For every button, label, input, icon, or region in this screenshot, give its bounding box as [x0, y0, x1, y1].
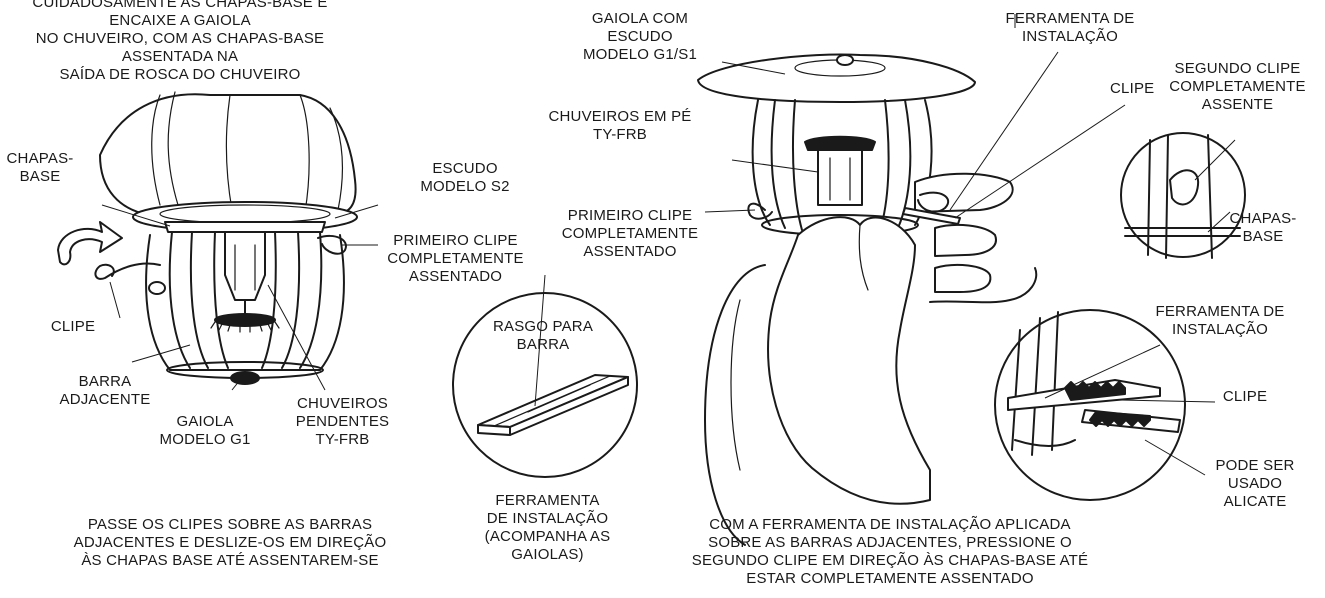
label-gaiola-com-escudo: GAIOLA COM ESCUDO MODELO G1/S1 [582, 10, 698, 63]
label-clipe-bottom: CLIPE [1222, 388, 1268, 405]
second-clip-detail [1120, 132, 1246, 259]
label-ferramenta-instalacao-top: FERRAMENTA DE INSTALAÇÃO [1005, 10, 1135, 45]
tool-detail [452, 274, 638, 478]
caption-bottom-right: COM A FERRAMENTA DE INSTALAÇÃO APLICADA … [691, 516, 1089, 587]
left-pendent-assembly [57, 91, 358, 385]
label-barra-adjacente: BARRA ADJACENTE [59, 373, 151, 408]
label-segundo-clipe: SEGUNDO CLIPE COMPLETAMENTE ASSENTE [1169, 60, 1306, 113]
label-chuveiros-em-pe: CHUVEIROS EM PÉ TY-FRB [548, 108, 692, 143]
label-chapas-base-left: CHAPAS- BASE [6, 150, 74, 185]
label-pode-ser-usado-alicate: PODE SER USADO ALICATE [1215, 457, 1295, 510]
label-chuveiros-pendentes: CHUVEIROS PENDENTES TY-FRB [295, 395, 390, 448]
label-ferramenta-instalacao-bottom: FERRAMENTA DE INSTALAÇÃO [1155, 303, 1285, 338]
label-chapas-base-right: CHAPAS- BASE [1229, 210, 1297, 245]
label-escudo-s2: ESCUDO MODELO S2 [420, 160, 510, 195]
label-clipe-top: CLIPE [1110, 80, 1155, 97]
label-clipe-left: CLIPE [50, 318, 96, 335]
caption-bottom-left: PASSE OS CLIPES SOBRE AS BARRAS ADJACENT… [73, 516, 387, 569]
label-rasgo-para-barra: RASGO PARA BARRA [492, 318, 594, 353]
right-leader-lines [704, 14, 1126, 219]
left-leader-lines [101, 204, 379, 391]
right-upright-assembly [697, 53, 1038, 546]
label-gaiola-g1: GAIOLA MODELO G1 [159, 413, 251, 448]
label-ferramenta-acompanha: FERRAMENTA DE INSTALAÇÃO (ACOMPANHA AS G… [484, 492, 611, 563]
label-primeiro-clipe-right: PRIMEIRO CLIPE COMPLETAMENTE ASSENTADO [561, 207, 699, 260]
label-primeiro-clipe-left: PRIMEIRO CLIPE COMPLETAMENTE ASSENTADO [387, 232, 524, 285]
tool-pliers-detail [994, 309, 1216, 501]
caption-top-left: CUIDADOSAMENTE AS CHAPAS-BASE E ENCAIXE … [32, 0, 328, 83]
